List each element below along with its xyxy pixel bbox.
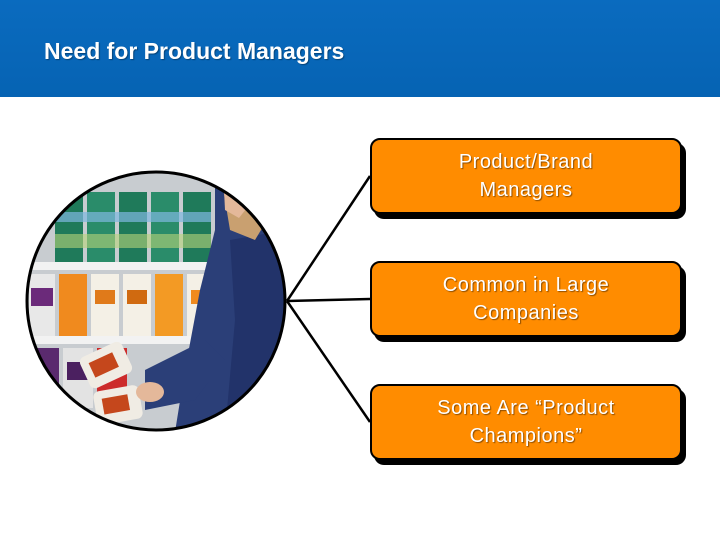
box-label: Common in Large Companies [442, 274, 610, 324]
connector-line-3 [285, 300, 372, 423]
common-in-large-companies-box: Common in Large Companies [370, 261, 682, 337]
connector-line-1 [285, 175, 372, 302]
product-champions-box: Some Are “Product Champions” [370, 384, 682, 460]
connector-line-2 [286, 297, 371, 303]
slide-title: Need for Product Managers [44, 38, 345, 64]
box-label: Product/Brand Managers [458, 151, 594, 201]
slide-header-bar: Need for Product Managers [0, 0, 720, 97]
product-brand-managers-box: Product/Brand Managers [370, 138, 682, 214]
box-label: Some Are “Product Champions” [437, 397, 615, 447]
shopper-photo [25, 170, 287, 432]
